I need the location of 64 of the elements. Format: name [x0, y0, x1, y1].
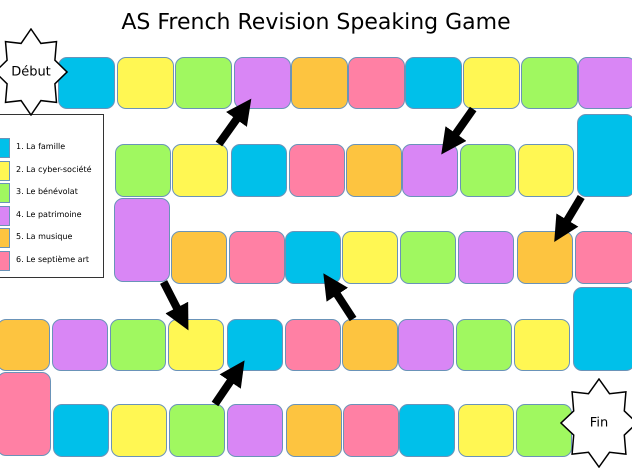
legend-label: 3. Le bénévolat [16, 187, 78, 196]
board-square [518, 144, 574, 197]
board-square [516, 404, 572, 457]
board-square [346, 144, 402, 197]
legend-label: 2. La cyber-société [16, 164, 92, 174]
board-square [514, 319, 570, 371]
board-square [463, 57, 520, 109]
board-square [117, 57, 174, 109]
board-square [227, 319, 283, 371]
board-square [573, 287, 632, 371]
board-square [175, 57, 232, 109]
board-square [172, 144, 228, 197]
board-square [289, 144, 345, 197]
board-square [521, 57, 578, 109]
arrow [554, 194, 585, 242]
board-square [0, 372, 51, 456]
board-square [53, 404, 109, 457]
board-square [578, 57, 632, 109]
arrow [441, 106, 476, 154]
board-square [229, 231, 285, 284]
board-square [115, 144, 171, 197]
board-square [52, 319, 108, 371]
board-square [168, 319, 224, 371]
board-square [399, 404, 455, 457]
board-square [342, 319, 398, 371]
board-square [458, 404, 514, 457]
board-square [285, 319, 341, 371]
legend-label: 5. La musique [16, 232, 72, 241]
board-square [460, 144, 516, 197]
board-square [348, 57, 405, 109]
board-square [111, 404, 167, 457]
board-square [342, 231, 398, 284]
star-label: Fin [588, 416, 610, 430]
board-square [456, 319, 512, 371]
board-square [458, 231, 514, 284]
arrow [216, 98, 252, 146]
board-square [231, 144, 287, 197]
star-label: Début [10, 64, 52, 80]
board-square [0, 319, 50, 371]
board-square [171, 231, 227, 284]
board-square [575, 231, 632, 284]
board-square [517, 231, 573, 284]
arrow [212, 360, 245, 406]
board-square [577, 114, 632, 197]
board-square [343, 404, 399, 457]
arrow [323, 273, 356, 322]
legend-label: 6. Le septième art [16, 254, 89, 264]
board-square [110, 319, 166, 371]
title: AS French Revision Speaking Game [120, 10, 512, 35]
board-square [291, 57, 348, 109]
board-square [234, 57, 291, 109]
board-square [405, 57, 462, 109]
board-square [398, 319, 454, 371]
board-square [400, 231, 456, 284]
board-square [227, 404, 283, 457]
board-square [169, 404, 225, 457]
arrow [160, 280, 188, 330]
board-square [286, 404, 342, 457]
board-square [402, 144, 458, 197]
board-square [114, 198, 170, 282]
board-square [58, 57, 115, 109]
legend-label: 4. Le patrimoine [16, 210, 82, 218]
legend-label: 1. La famille [16, 142, 66, 151]
board-square [285, 231, 341, 284]
